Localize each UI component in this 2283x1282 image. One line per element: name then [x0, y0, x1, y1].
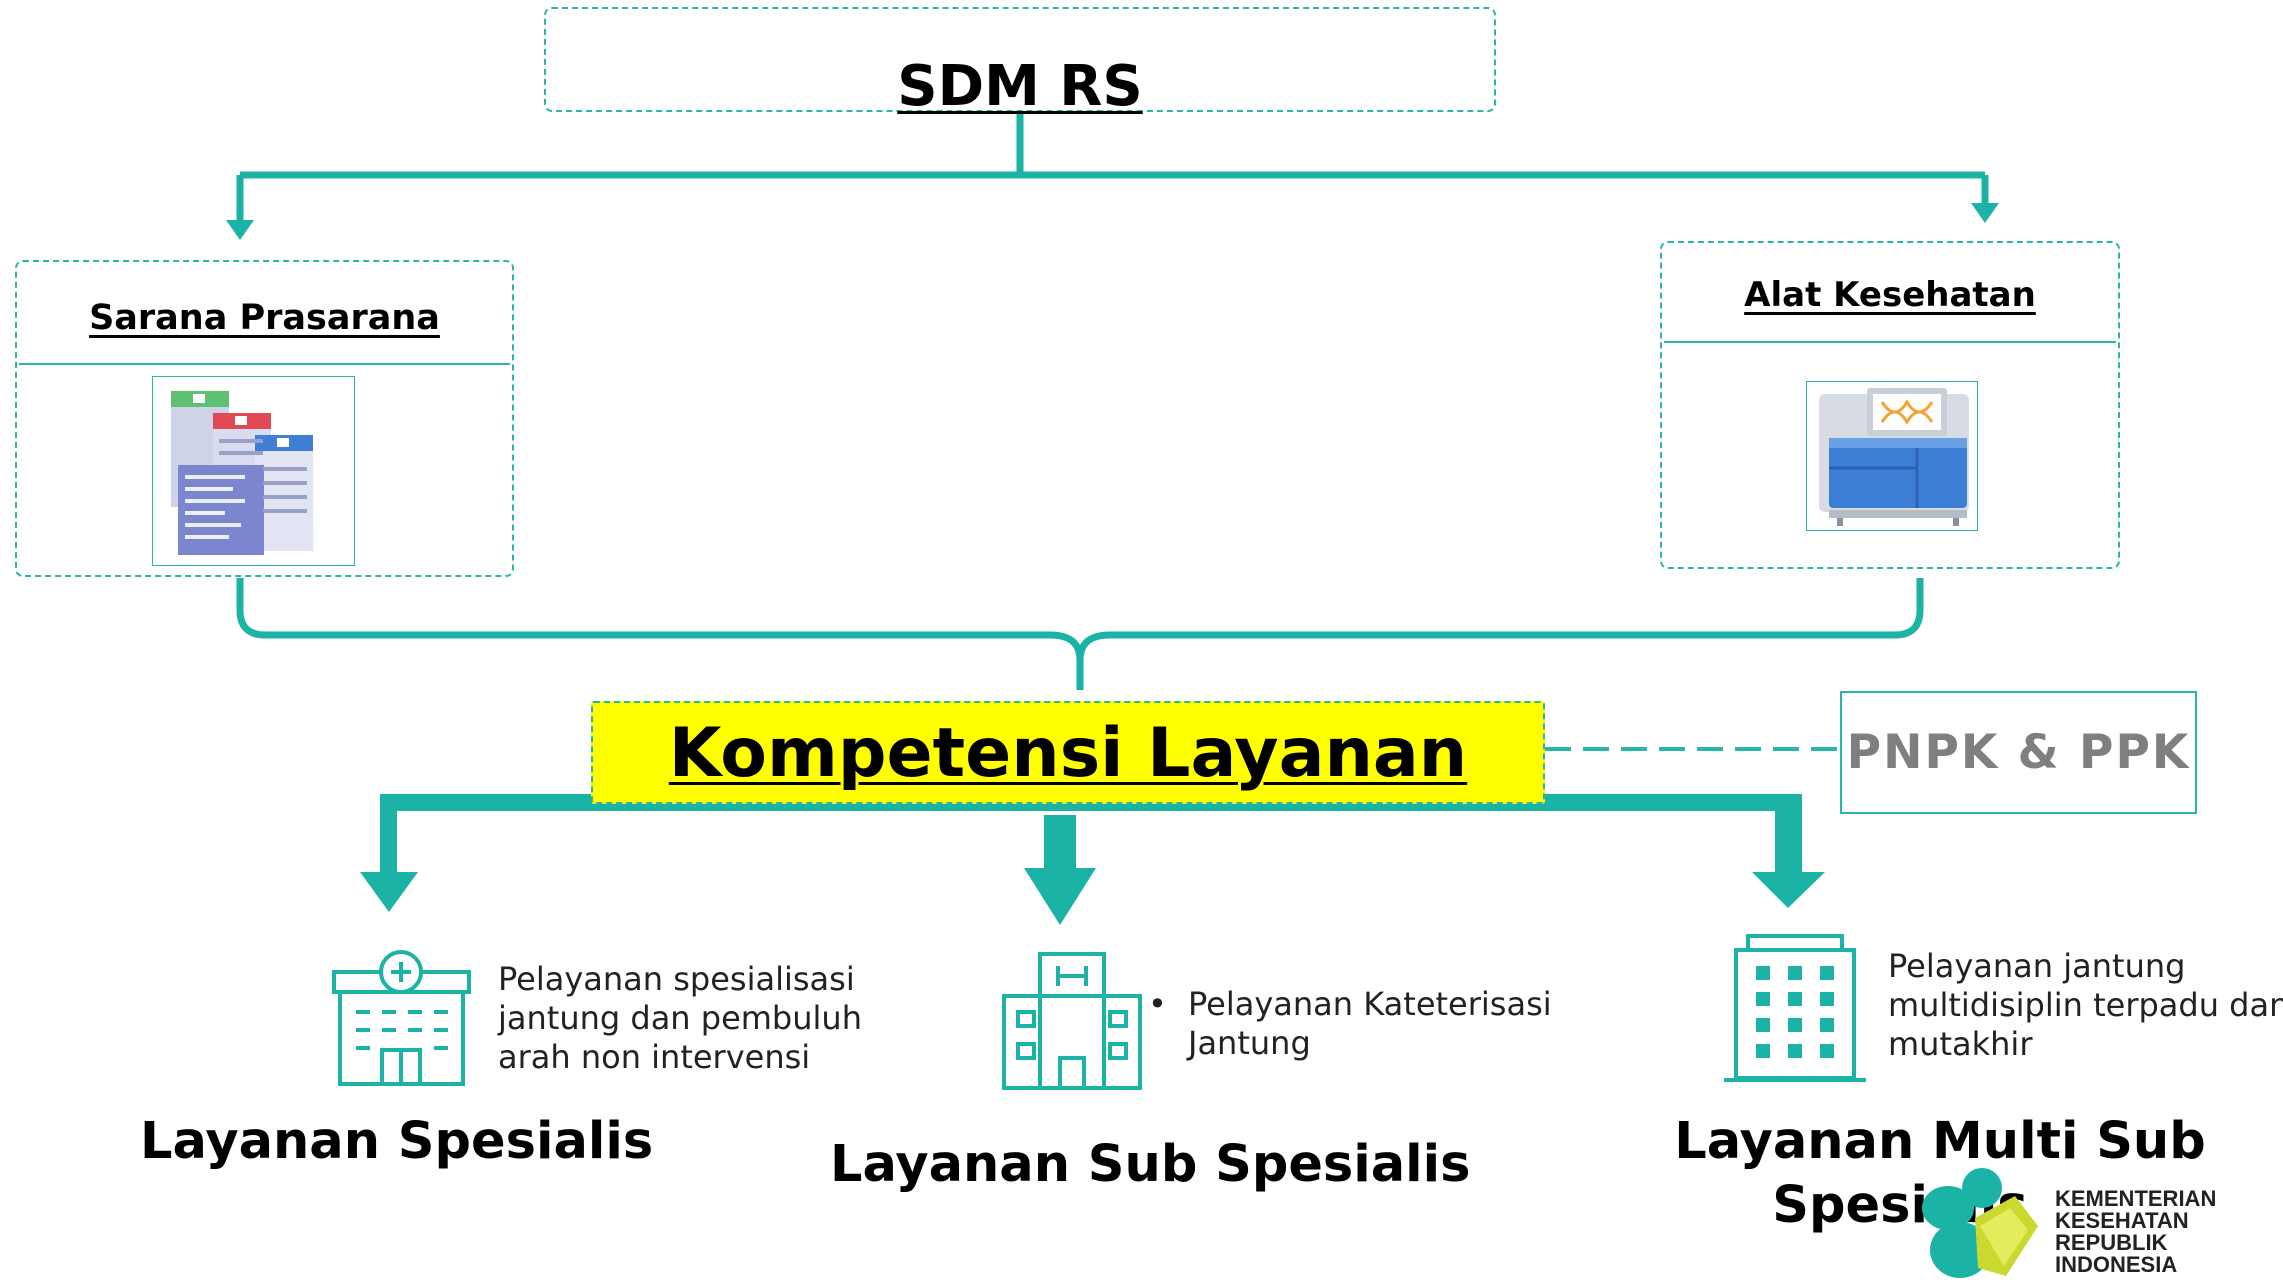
alat-kesehatan-title: Alat Kesehatan	[1744, 275, 2036, 315]
clinic-h-icon	[1000, 950, 1144, 1092]
service-3-desc: Pelayanan jantung multidisiplin terpadu …	[1888, 947, 2283, 1064]
logo-line: REPUBLIK	[2055, 1230, 2168, 1255]
kemenkes-logo-text: KEMENTERIAN KESEHATAN REPUBLIK INDONESIA	[2055, 1188, 2216, 1276]
service-1-title: Layanan Spesialis	[140, 1112, 654, 1171]
hospital-icon	[330, 950, 473, 1087]
top-connector	[236, 112, 1989, 222]
bullet: •	[1148, 985, 1167, 1023]
desc-line: multidisiplin terpadu dan	[1888, 986, 2283, 1024]
brace-connector	[236, 578, 1924, 690]
desc-line: Pelayanan jantung	[1888, 947, 2186, 985]
service-2-desc: Pelayanan Kateterisasi Jantung	[1188, 985, 1552, 1063]
service-arrows	[360, 794, 1825, 925]
title-line: Layanan Multi Sub	[1674, 1112, 2206, 1171]
pnpk-ppk-box: PNPK & PPK	[1840, 691, 2197, 814]
logo-line: INDONESIA	[2055, 1252, 2178, 1277]
desc-line: arah non intervensi	[498, 1038, 811, 1076]
desc-line: mutakhir	[1888, 1025, 2033, 1063]
arrow-to-right-box	[1971, 203, 1999, 223]
medical-machine-icon	[1806, 381, 1978, 531]
desc-line: Pelayanan Kateterisasi	[1188, 985, 1552, 1023]
arrow-to-left-box	[226, 220, 254, 240]
kompetensi-layanan-box: Kompetensi Layanan	[591, 701, 1545, 804]
desc-line: Jantung	[1188, 1024, 1311, 1062]
divider	[19, 363, 510, 365]
sdm-rs-title: SDM RS	[897, 54, 1143, 119]
service-1-desc: Pelayanan spesialisasi jantung dan pembu…	[498, 960, 862, 1077]
desc-line: jantung dan pembuluh	[498, 999, 862, 1037]
divider	[1664, 341, 2116, 343]
desc-line: Pelayanan spesialisasi	[498, 960, 855, 998]
tower-building-icon	[1722, 932, 1868, 1085]
sarana-prasarana-title: Sarana Prasarana	[89, 298, 440, 338]
alat-kesehatan-box: Alat Kesehatan	[1660, 241, 2120, 569]
server-rack-icon	[152, 376, 355, 566]
sdm-rs-box: SDM RS	[544, 7, 1496, 119]
service-2-title: Layanan Sub Spesialis	[830, 1135, 1471, 1194]
kemenkes-logo-icon	[1920, 1168, 2050, 1282]
logo-line: KEMENTERIAN	[2055, 1186, 2217, 1211]
kompetensi-layanan-title: Kompetensi Layanan	[668, 713, 1468, 793]
sarana-prasarana-box: Sarana Prasarana	[15, 260, 514, 577]
logo-line: KESEHATAN	[2055, 1208, 2189, 1233]
